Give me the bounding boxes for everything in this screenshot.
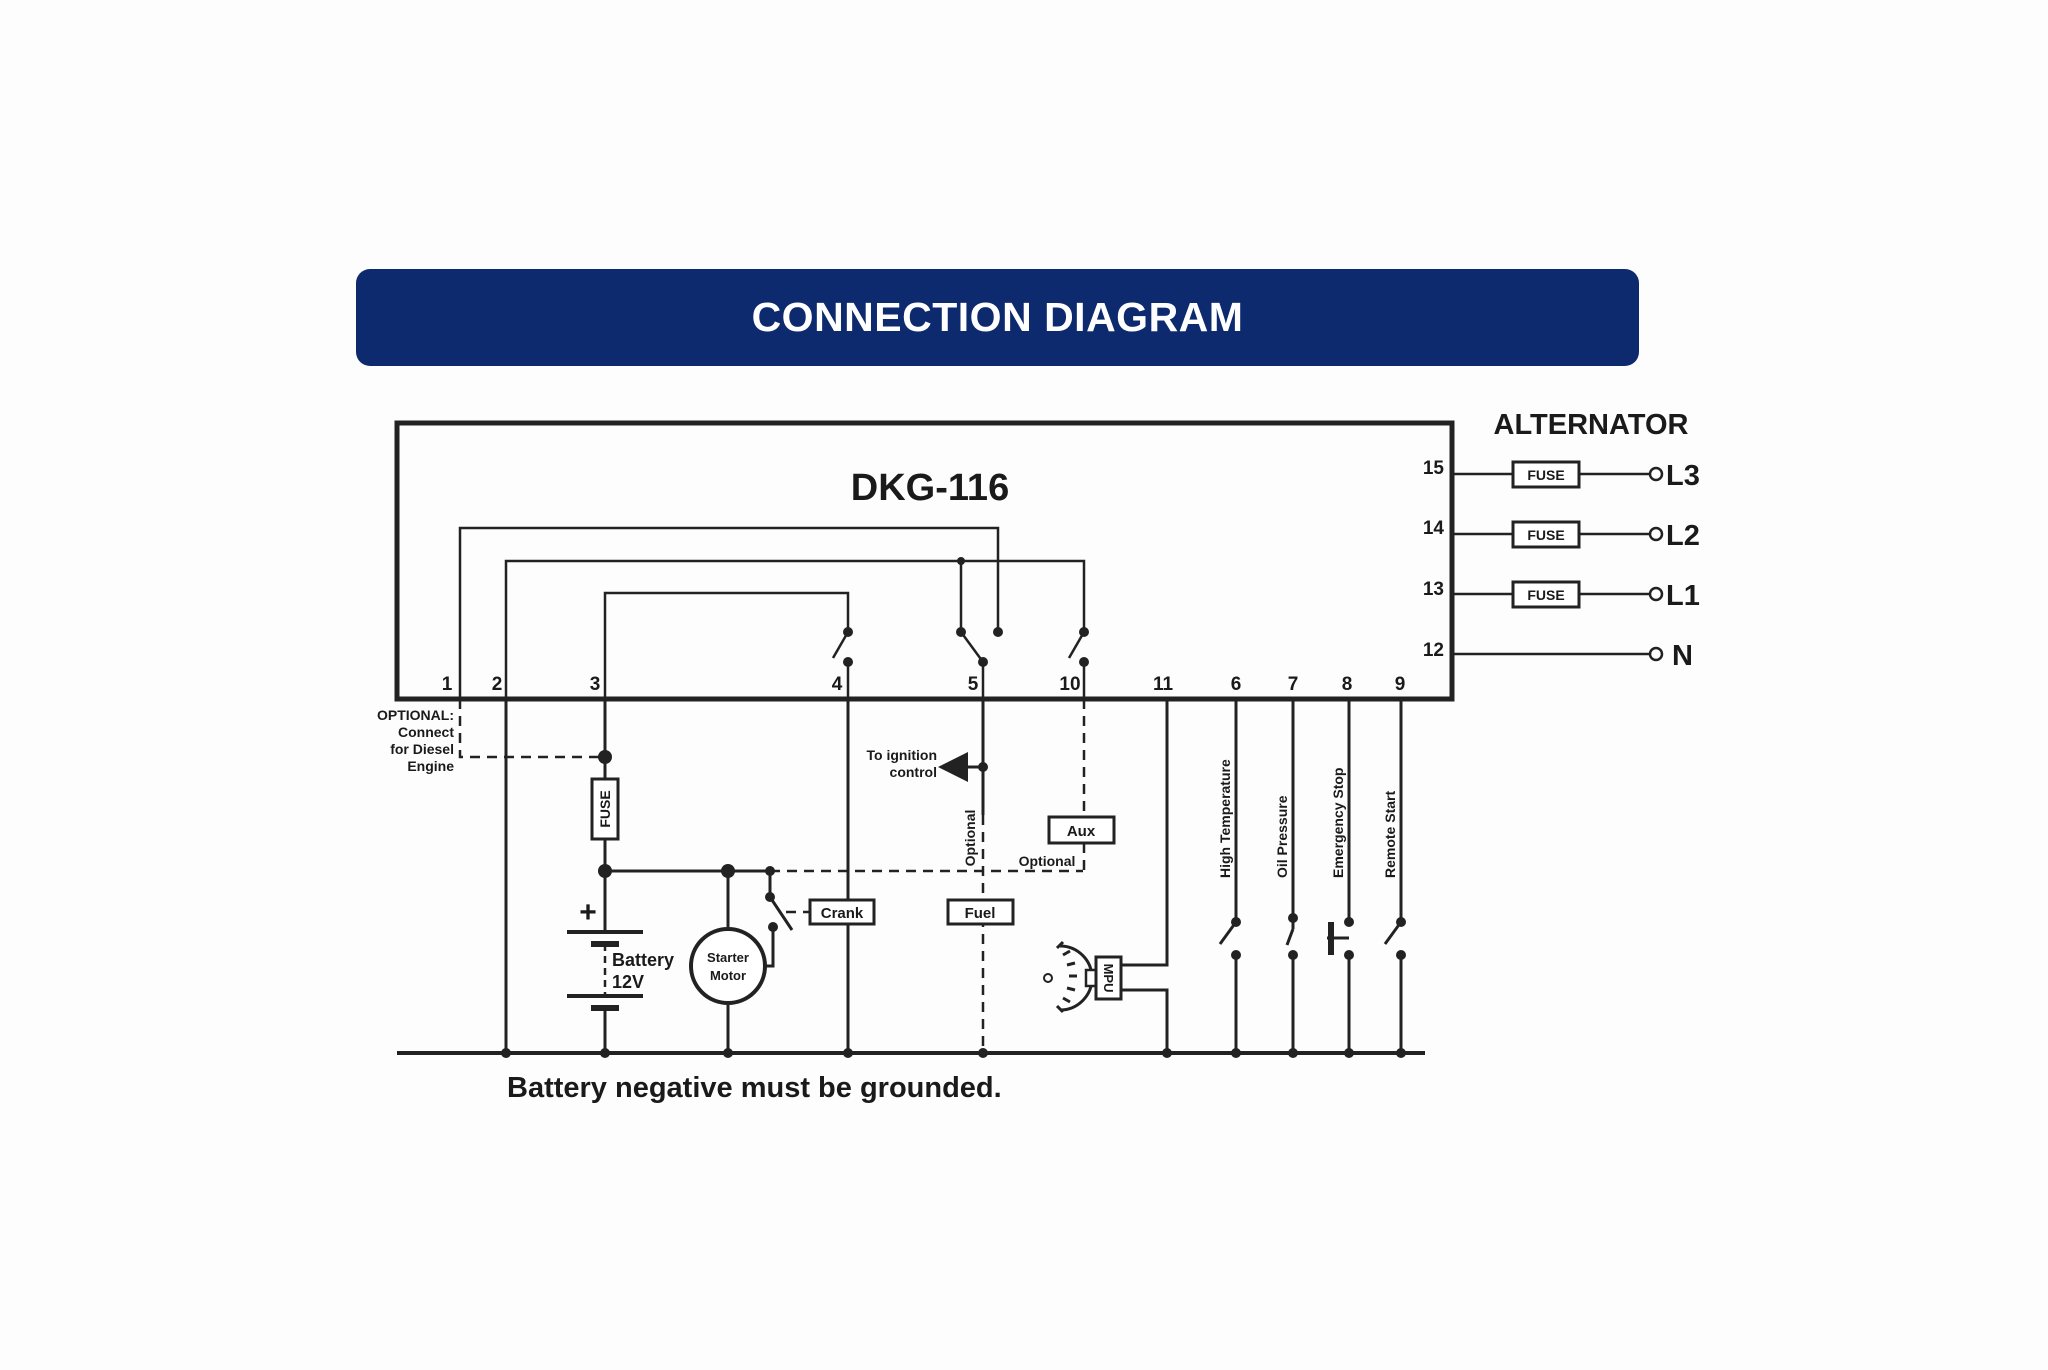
input-switches <box>1218 918 1403 955</box>
optional-wiring <box>458 699 1086 1053</box>
aux-relay-box <box>1047 815 1116 845</box>
aux-relay-label: Aux <box>1067 823 1096 840</box>
terminal-numbers: 1 2 3 4 5 10 11 6 7 8 9 <box>442 674 1406 695</box>
footer-note: Battery negative must be grounded. <box>507 1072 1002 1104</box>
fuse-l1-label: FUSE <box>1527 587 1564 603</box>
phase-l1: L1 <box>1666 580 1700 612</box>
terminal-3: 3 <box>590 674 601 695</box>
terminal-14: 14 <box>1423 518 1445 539</box>
terminal-13: 13 <box>1423 579 1444 600</box>
mpu-box <box>1094 955 1123 1001</box>
title-banner: CONNECTION DIAGRAM <box>356 269 1639 366</box>
optional-horizontal-label: Optional <box>1019 853 1076 869</box>
junctions <box>501 750 1406 1058</box>
phase-l2: L2 <box>1666 520 1700 552</box>
starter-motor: Starter Motor <box>689 927 767 1005</box>
crank-relay-label: Crank <box>821 905 864 922</box>
optional-note-line-3: for Diesel <box>390 741 454 757</box>
internal-wiring <box>458 526 1086 697</box>
alternator-label: ALTERNATOR <box>1494 409 1689 441</box>
ignition-note-1: To ignition <box>867 747 938 763</box>
relay-boxes: Crank Fuel Aux <box>808 815 1116 926</box>
terminal-12: 12 <box>1423 640 1444 661</box>
battery-label: Battery <box>612 950 674 970</box>
fuel-relay-box <box>946 898 1015 926</box>
battery-fuse: FUSE <box>590 777 620 841</box>
terminal-10: 10 <box>1059 674 1080 695</box>
terminal-5: 5 <box>968 674 979 695</box>
mpu-sensor: MPU <box>1043 940 1123 1014</box>
starter-label-1: Starter <box>707 950 749 965</box>
alternator-fuses: FUSE FUSE FUSE <box>1511 460 1581 609</box>
input-oil-pressure: Oil Pressure <box>1274 795 1290 878</box>
banner-title: CONNECTION DIAGRAM <box>751 294 1244 340</box>
alternator-terminal-numbers: 15 14 13 12 <box>1423 458 1445 661</box>
crank-contact-dots <box>765 892 778 932</box>
input-switch-dots <box>1231 913 1406 960</box>
optional-note-line-2: Connect <box>398 724 454 740</box>
input-high-temperature: High Temperature <box>1217 759 1233 878</box>
ignition-note-2: control <box>890 764 937 780</box>
input-remote-start: Remote Start <box>1382 791 1398 878</box>
starter-label-2: Motor <box>710 968 746 983</box>
terminal-11: 11 <box>1153 674 1174 695</box>
terminal-6: 6 <box>1231 674 1242 695</box>
alternator-wiring <box>1452 466 1664 662</box>
battery-fuse-label: FUSE <box>597 790 613 827</box>
terminal-2: 2 <box>492 674 503 695</box>
fuse-l3-label: FUSE <box>1527 467 1564 483</box>
input-emergency-stop: Emergency Stop <box>1330 768 1346 878</box>
optional-note-line-4: Engine <box>407 758 454 774</box>
battery-voltage: 12V <box>612 972 644 992</box>
terminal-8: 8 <box>1342 674 1353 695</box>
phase-labels: L3 L2 L1 N <box>1666 460 1700 672</box>
phase-n: N <box>1672 640 1693 672</box>
terminal-1: 1 <box>442 674 453 695</box>
terminal-4: 4 <box>832 674 843 695</box>
input-labels: High Temperature Oil Pressure Emergency … <box>1217 759 1398 878</box>
relay-contacts <box>843 557 1089 667</box>
optional-note-line-1: OPTIONAL: <box>377 707 454 723</box>
battery-symbol <box>567 930 643 1011</box>
fuel-relay-label: Fuel <box>965 905 996 922</box>
fuse-l2-label: FUSE <box>1527 527 1564 543</box>
terminal-9: 9 <box>1395 674 1406 695</box>
controller-box <box>394 420 1455 702</box>
optional-vertical-label: Optional <box>962 810 978 867</box>
phase-l3: L3 <box>1666 460 1700 492</box>
terminal-15: 15 <box>1423 458 1445 479</box>
mpu-label: MPU <box>1101 964 1116 993</box>
terminal-7: 7 <box>1288 674 1299 695</box>
device-name: DKG-116 <box>851 467 1009 509</box>
crank-relay-box <box>808 898 876 926</box>
crank-contact <box>765 871 794 968</box>
external-wiring <box>504 699 1403 1053</box>
optional-note: OPTIONAL: Connect for Diesel Engine <box>377 707 454 774</box>
battery-plus: + <box>579 896 597 929</box>
